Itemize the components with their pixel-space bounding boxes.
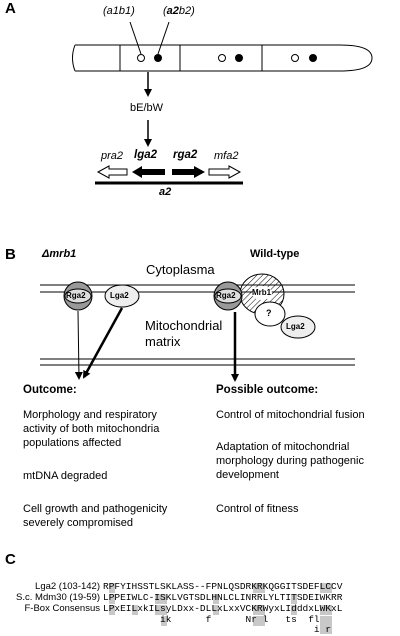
unknown-protein-label: ? xyxy=(266,308,272,318)
gene-label-mfa2: mfa2 xyxy=(214,150,239,162)
panel-a-label: A xyxy=(5,0,16,17)
gene-label-pra2: pra2 xyxy=(101,150,124,162)
rga2-label-wt: Rga2 xyxy=(216,291,236,300)
outcome-title: Outcome: xyxy=(23,384,77,396)
possible-outcome-line: development xyxy=(216,469,279,481)
nucleus-left-label: (a1b1) xyxy=(103,5,135,17)
possible-outcome-item: Adaptation of mitochondrial morphology d… xyxy=(216,440,364,482)
alignment-row-label: Lga2 (103-142) xyxy=(35,581,100,592)
nucleus-open xyxy=(218,54,226,62)
gene-label-rga2: rga2 xyxy=(173,149,198,161)
mutant-label: Δmrb1 xyxy=(42,248,77,260)
possible-outcome-title: Possible outcome: xyxy=(216,384,319,396)
outcome-item: Morphology and respiratory activity of b… xyxy=(23,408,159,450)
nucleus-filled xyxy=(154,54,162,62)
cytoplasma-label: Cytoplasma xyxy=(146,262,215,277)
lga2-import-arrow xyxy=(82,307,124,379)
outcome-item: mtDNA degraded xyxy=(23,469,107,483)
a2-allele: a2 xyxy=(166,5,179,17)
lga2-protein-mutant xyxy=(104,284,140,308)
regulator-label: bE/bW xyxy=(130,102,164,114)
gene-label-lga2: lga2 xyxy=(134,149,158,161)
lga2-protein-wt xyxy=(280,315,316,339)
rga2-label-mutant: Rga2 xyxy=(66,291,86,300)
nucleus-open xyxy=(291,54,299,62)
hypha xyxy=(72,44,373,72)
rga2-protein-wt-inner xyxy=(214,288,242,304)
unknown-protein xyxy=(254,301,286,327)
possible-outcome-item: Control of mitochondrial fusion xyxy=(216,408,365,422)
nucleus-filled xyxy=(309,54,317,62)
alignment-sequence: LPPEIWLC-ISKLVGTSDLHNLCLINRRLYLTITSDEIWK… xyxy=(103,592,343,603)
outcome-line: activity of both mitochondria xyxy=(23,423,160,435)
outcome-line: Morphology and respiratory xyxy=(23,409,157,421)
alignment-sequence: RPFYIHSSTLSKLASS--FPNLQSDRKRKQGGITSDEFLC… xyxy=(103,581,343,592)
locus-label: a2 xyxy=(159,186,172,198)
possible-outcome-line: morphology during pathogenic xyxy=(216,455,364,467)
pra2-gene-arrow xyxy=(96,165,128,179)
consensus-alternatives: ik f Nr l ts fl xyxy=(160,614,320,625)
rga2-import-arrow xyxy=(74,310,83,380)
pointer-line xyxy=(157,21,170,55)
lga2-label-mutant: Lga2 xyxy=(110,291,129,300)
possible-outcome-line: Adaptation of mitochondrial xyxy=(216,441,350,453)
b2-allele: b2) xyxy=(178,5,195,17)
rga2-gene-arrow xyxy=(172,166,205,178)
possible-outcome-item: Control of fitness xyxy=(216,502,299,516)
lga2-label-wt: Lga2 xyxy=(286,322,305,331)
open-paren: ( xyxy=(163,5,167,17)
outcome-line: severely compromised xyxy=(23,517,134,529)
nucleus-open xyxy=(137,54,145,62)
consensus-alternatives: i r xyxy=(160,624,332,635)
mrb1-label: Mrb1 xyxy=(252,288,272,297)
possible-outcome-line: Control of fitness xyxy=(216,503,299,515)
outcome-item: Cell growth and pathogenicity severely c… xyxy=(23,502,167,530)
lga2-gene-arrow xyxy=(132,166,165,178)
nucleus-right-label: (a2b2) xyxy=(163,5,195,17)
matrix-label-line1: Mitochondrial xyxy=(145,318,223,333)
matrix-label-line2: matrix xyxy=(145,334,181,349)
mfa2-gene-arrow xyxy=(208,165,242,179)
panel-c-label: C xyxy=(5,551,16,568)
alignment-shading xyxy=(109,583,332,634)
nucleus-filled xyxy=(235,54,243,62)
alignment-row-label: F-Box Consensus xyxy=(24,603,100,614)
alignment-row-label: S.c. Mdm30 (19-59) xyxy=(16,592,100,603)
outcome-line: populations affected xyxy=(23,437,122,449)
rga2-protein-mutant-inner xyxy=(64,288,92,304)
wildtype-label: Wild-type xyxy=(250,248,300,260)
outcome-line: mtDNA degraded xyxy=(23,470,108,482)
panel-b-label: B xyxy=(5,246,16,263)
possible-outcome-line: Control of mitochondrial fusion xyxy=(216,409,365,421)
pointer-line xyxy=(129,21,142,55)
alignment-sequence: LPxEILxkILsyLDxx-DLLxLxxVCKRWyxLIdddxLWK… xyxy=(103,603,343,614)
outcome-line: Cell growth and pathogenicity xyxy=(23,503,168,515)
mrb1-label-bg xyxy=(252,286,272,300)
